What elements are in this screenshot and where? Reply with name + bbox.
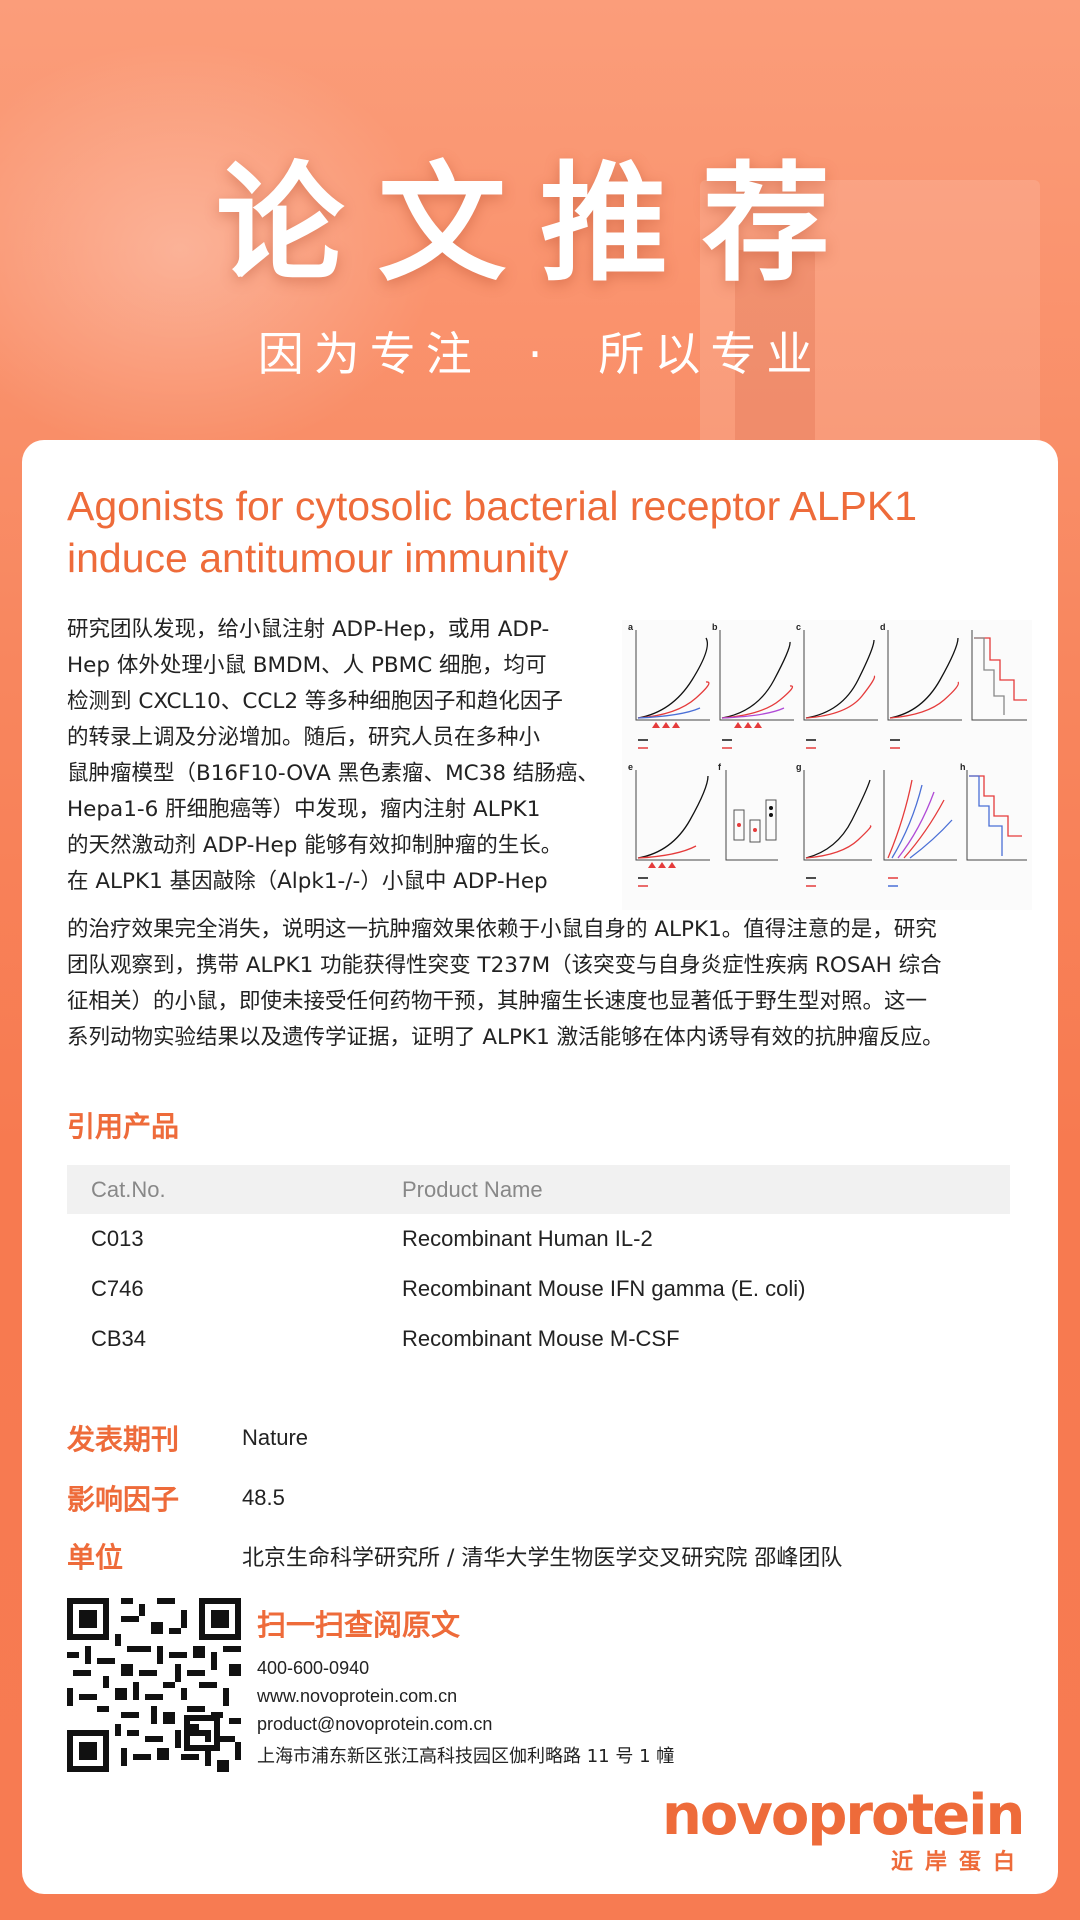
summary-line: 征相关）的小鼠，即使未接受任何药物干预，其肿瘤生长速度也显著低于野生型对照。这一 <box>67 989 928 1014</box>
summary-line: 团队观察到，携带 ALPK1 功能获得性突变 T237M（该突变与自身炎症性疾病… <box>67 953 942 978</box>
table-row: C013 Recombinant Human IL-2 <box>67 1214 1010 1264</box>
table-row: C746 Recombinant Mouse IFN gamma (E. col… <box>67 1264 1010 1314</box>
cell-cat-no: CB34 <box>91 1326 147 1351</box>
contact-email[interactable]: product@novoprotein.com.cn <box>257 1714 493 1734</box>
figure-panel-label: a <box>628 622 634 632</box>
content-card: Agonists for cytosolic bacterial recepto… <box>22 440 1058 1894</box>
header-cat-no: Cat.No. <box>91 1176 166 1202</box>
summary-line: 的转录上调及分泌增加。随后，研究人员在多种小 <box>67 725 541 750</box>
cell-cat-no: C746 <box>91 1276 144 1301</box>
brand-logo-cn: 近岸蛋白 <box>890 1850 1027 1875</box>
hero-subtitle: 因为专注 · 所以专业 <box>0 318 1080 384</box>
contact-website[interactable]: www.novoprotein.com.cn <box>257 1686 458 1706</box>
summary-line: 系列动物实验结果以及遗传学证据，证明了 ALPK1 激活能够在体内诱导有效的抗肿… <box>67 1025 944 1050</box>
brand-logo: novoprotein 近岸蛋白 <box>662 1783 1032 1876</box>
hero-subtitle-dot: · <box>527 327 553 381</box>
paper-figure: a b c d e f g h <box>622 620 1032 910</box>
cited-products-table: Cat.No. Product Name C013 Recombinant Hu… <box>67 1165 1010 1364</box>
figure-panel-label: g <box>796 762 802 772</box>
cell-product-name: Recombinant Human IL-2 <box>402 1226 653 1251</box>
institution-row: 单位 北京生命科学研究所 / 清华大学生物医学交叉研究院 邵峰团队 <box>67 1536 842 1576</box>
contact-phone: 400-600-0940 <box>257 1658 370 1678</box>
impact-factor-value: 48.5 <box>242 1485 285 1510</box>
header-background <box>0 0 1080 470</box>
hero-subtitle-left: 因为专注 <box>257 327 482 381</box>
header-product-name: Product Name <box>402 1176 543 1202</box>
summary-line: 的天然激动剂 ADP-Hep 能够有效抑制肿瘤的生长。 <box>67 833 563 858</box>
cell-product-name: Recombinant Mouse IFN gamma (E. coli) <box>402 1276 806 1301</box>
figure-panel-label: d <box>880 622 886 632</box>
hero-title: 论文推荐 <box>215 150 864 299</box>
journal-value: Nature <box>242 1425 309 1450</box>
cell-product-name: Recombinant Mouse M-CSF <box>402 1326 680 1351</box>
hero-subtitle-right: 所以专业 <box>598 327 823 381</box>
background-panel <box>700 180 1040 470</box>
table-header: Cat.No. Product Name <box>67 1165 1010 1214</box>
background-glow <box>0 40 440 460</box>
journal-row: 发表期刊 Nature <box>67 1418 308 1458</box>
cited-products-heading: 引用产品 <box>67 1110 180 1143</box>
contact-address: 上海市浦东新区张江高科技园区伽利略路 11 号 1 幢 <box>257 1746 675 1767</box>
summary-line: 的治疗效果完全消失，说明这一抗肿瘤效果依赖于小鼠自身的 ALPK1。值得注意的是… <box>67 917 937 942</box>
institution-value: 北京生命科学研究所 / 清华大学生物医学交叉研究院 邵峰团队 <box>242 1546 843 1571</box>
journal-label: 发表期刊 <box>67 1423 180 1456</box>
summary-line: 研究团队发现，给小鼠注射 ADP-Hep，或用 ADP- <box>67 617 550 642</box>
impact-factor-row: 影响因子 48.5 <box>67 1478 285 1518</box>
figure-panel-label: b <box>712 622 718 632</box>
brand-logo-text: novoprotein <box>662 1783 1025 1848</box>
impact-factor-label: 影响因子 <box>67 1483 180 1516</box>
summary-line: 检测到 CXCL10、CCL2 等多种细胞因子和趋化因子 <box>67 689 563 714</box>
summary-line: 在 ALPK1 基因敲除（Alpk1-/-）小鼠中 ADP-Hep <box>67 869 548 894</box>
figure-panel-label: e <box>628 762 633 772</box>
paper-summary-bottom: 的治疗效果完全消失，说明这一抗肿瘤效果依赖于小鼠自身的 ALPK1。值得注意的是… <box>67 912 1017 1056</box>
summary-line: 鼠肿瘤模型（B16F10-OVA 黑色素瘤、MC38 结肠癌、 <box>67 761 599 786</box>
background-panel-dark <box>735 250 815 450</box>
cell-cat-no: C013 <box>91 1226 144 1251</box>
figure-panel-label: f <box>718 762 722 772</box>
qr-code[interactable] <box>67 1598 241 1772</box>
institution-label: 单位 <box>67 1541 124 1574</box>
summary-line: Hepa1-6 肝细胞癌等）中发现，瘤内注射 ALPK1 <box>67 797 541 822</box>
figure-panel-label: h <box>960 762 966 772</box>
paper-title: Agonists for cytosolic bacterial recepto… <box>67 483 918 581</box>
paper-figure-graphic: a b c d e f g h <box>628 622 1027 887</box>
summary-line: Hep 体外处理小鼠 BMDM、人 PBMC 细胞，均可 <box>67 653 547 678</box>
figure-panel-label: c <box>796 622 801 632</box>
scan-to-read-title: 扫一扫查阅原文 <box>257 1608 461 1642</box>
table-row: CB34 Recombinant Mouse M-CSF <box>67 1314 1010 1364</box>
paper-summary-top: 研究团队发现，给小鼠注射 ADP-Hep，或用 ADP- Hep 体外处理小鼠 … <box>67 612 612 900</box>
